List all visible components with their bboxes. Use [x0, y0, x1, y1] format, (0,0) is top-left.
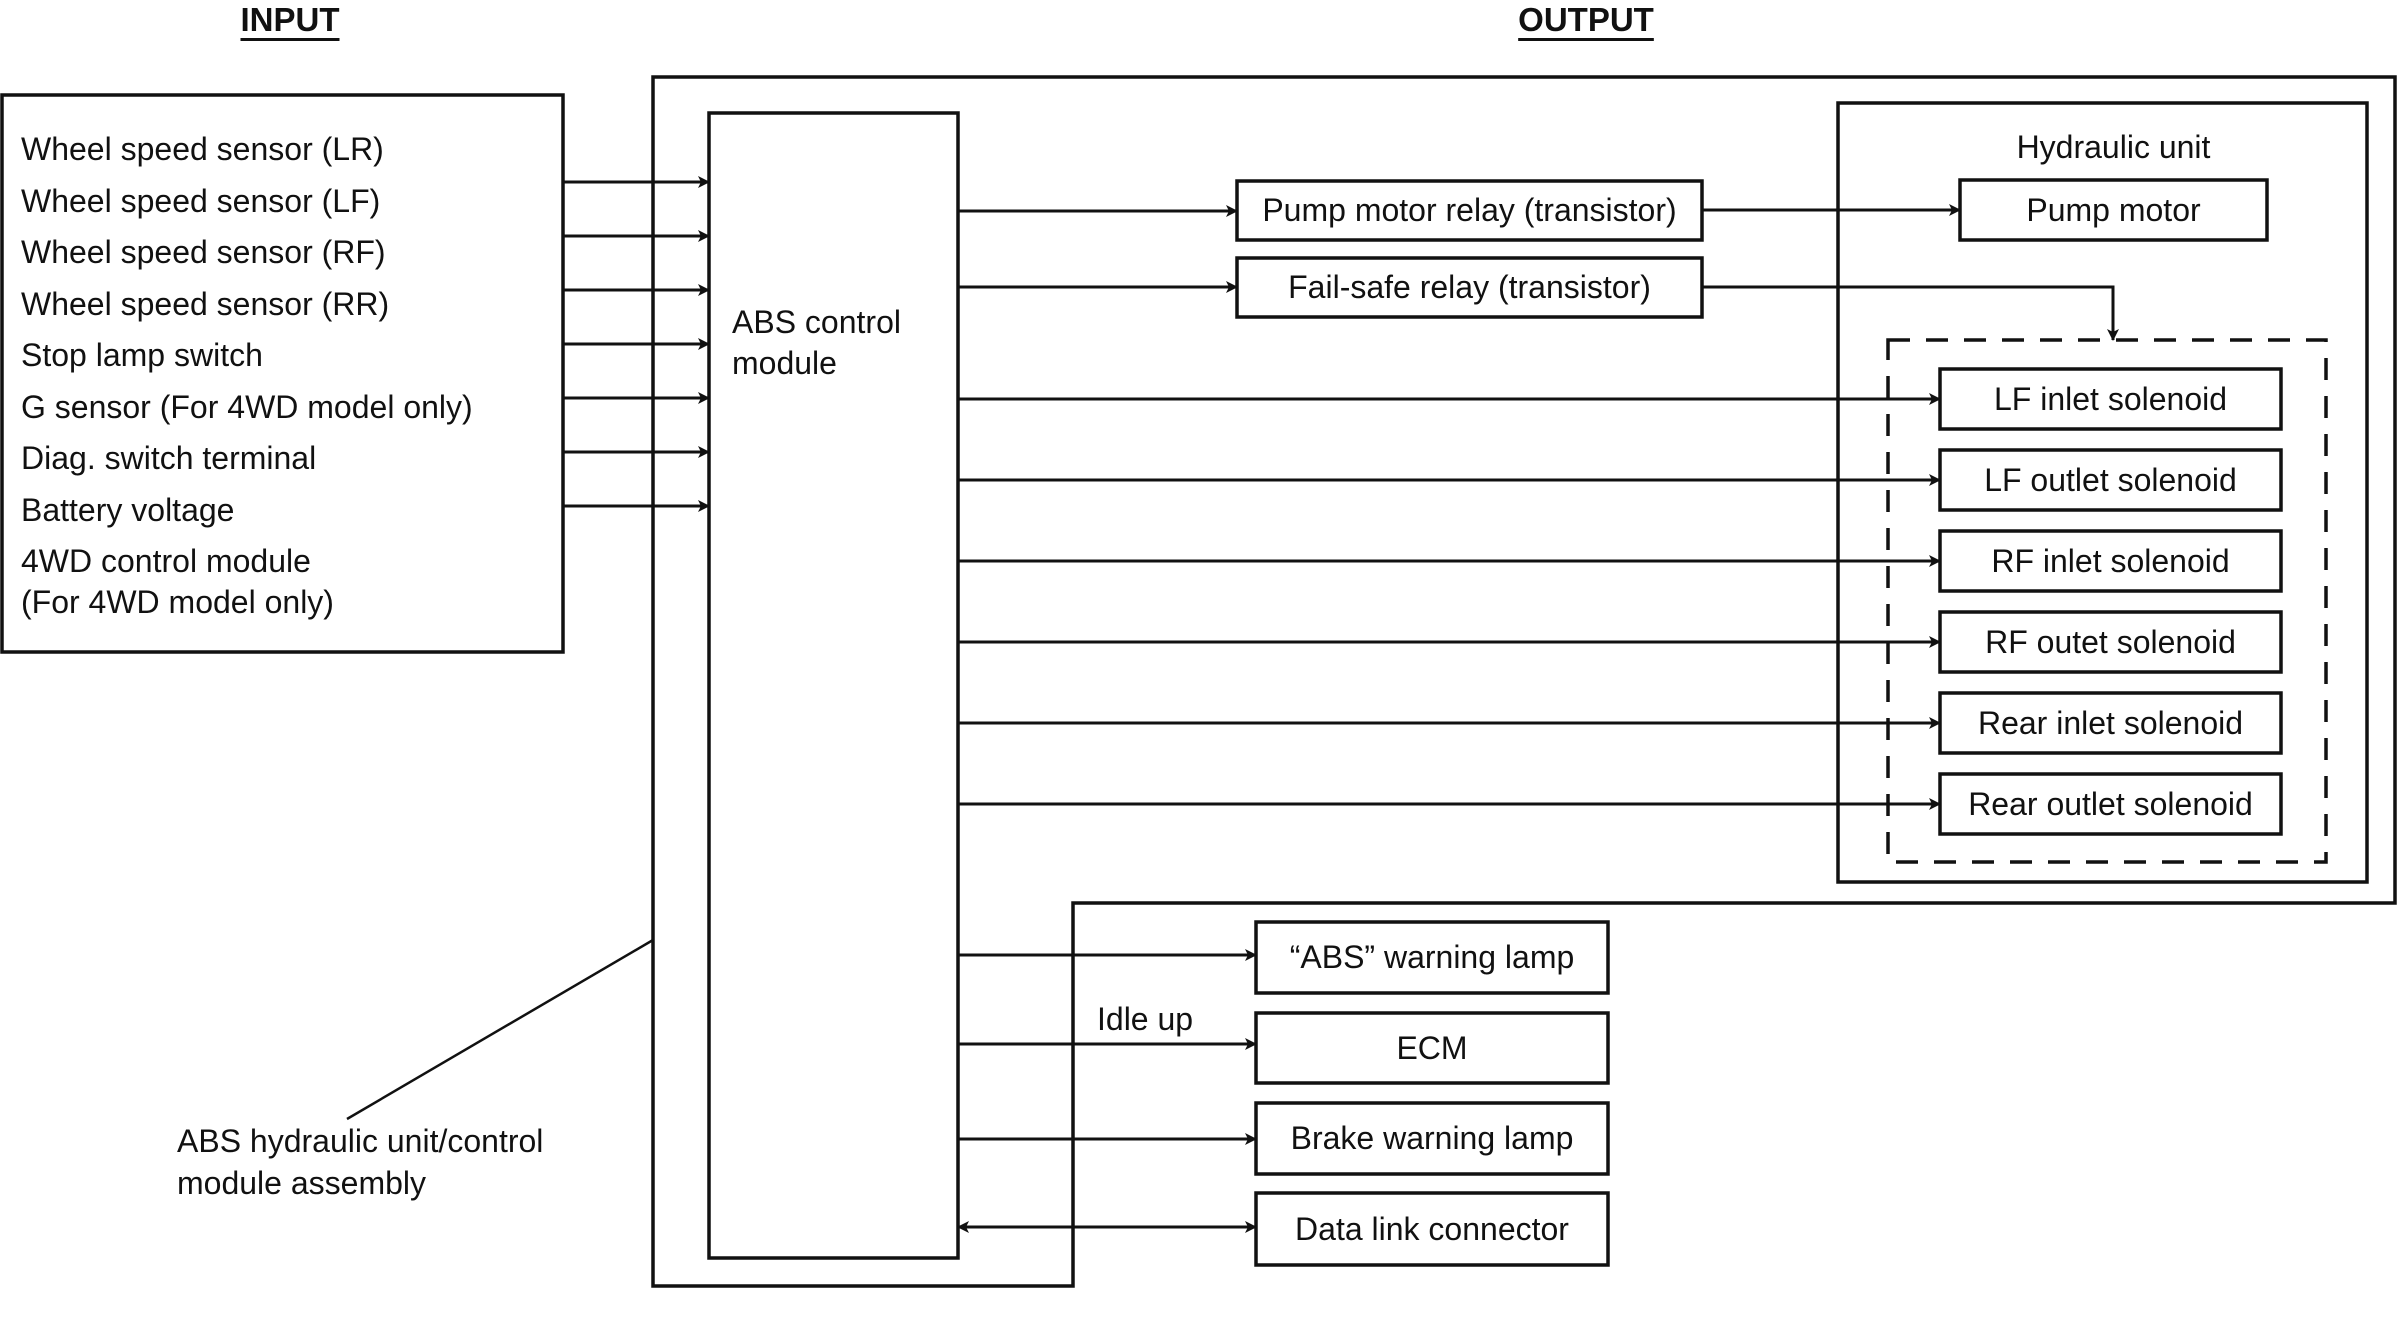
- solenoid-label: RF inlet solenoid: [1991, 542, 2230, 579]
- fail-safe-relay-label: Fail-safe relay (transistor): [1288, 269, 1651, 305]
- input-item: Wheel speed sensor (LF): [21, 182, 381, 219]
- assembly-label-line2: module assembly: [177, 1165, 426, 1201]
- solenoid-label: LF outlet solenoid: [1984, 461, 2237, 498]
- input-item-note: (For 4WD model only): [21, 583, 334, 620]
- assembly-label: ABS hydraulic unit/control module assemb…: [177, 1120, 543, 1204]
- output-header: OUTPUT: [1518, 1, 1654, 38]
- pump-motor-relay-label: Pump motor relay (transistor): [1262, 192, 1677, 228]
- input-box: [0, 93, 565, 654]
- input-item: G sensor (For 4WD model only): [21, 388, 473, 425]
- assembly-boundary: [651, 75, 2397, 1288]
- solenoid-label: LF inlet solenoid: [1993, 380, 2228, 417]
- input-item: Wheel speed sensor (RF): [21, 234, 386, 270]
- input-item: Diag. switch terminal: [21, 440, 317, 476]
- abs-control-module-line2: module: [732, 345, 837, 381]
- input-item: Battery voltage: [21, 491, 235, 528]
- solenoid-label: Rear outlet solenoid: [1968, 785, 2253, 822]
- abs-control-module-line1: ABS control: [732, 304, 901, 340]
- input-item: Stop lamp switch: [21, 337, 263, 373]
- ecm-label: ECM: [1396, 1029, 1468, 1066]
- solenoid-label: Rear inlet solenoid: [1977, 704, 2244, 741]
- input-item: 4WD control module: [21, 543, 311, 579]
- brake-warning-lamp-label: Brake warning lamp: [1290, 1120, 1574, 1156]
- failsafe-to-solenoids-arrow: [1702, 285, 2119, 341]
- abs-warning-lamp-label: “ABS” warning lamp: [1289, 939, 1575, 975]
- input-item: Wheel speed sensor (LR): [21, 131, 384, 167]
- assembly-leader-line: [346, 938, 654, 1121]
- input-list: Wheel speed sensor (LR) Wheel speed sens…: [21, 124, 473, 622]
- assembly-label-line1: ABS hydraulic unit/control: [177, 1123, 544, 1159]
- idle-up-label: Idle up: [1097, 1001, 1194, 1037]
- abs-control-module-box: [707, 111, 960, 1260]
- data-link-connector-label: Data link connector: [1295, 1210, 1569, 1247]
- hydraulic-unit-box: [1836, 101, 2369, 884]
- input-item: Wheel speed sensor (RR): [21, 285, 390, 322]
- solenoid-group-dashed: [1886, 338, 2328, 864]
- abs-control-module-label: ABS control module: [732, 302, 901, 384]
- pump-motor-label: Pump motor: [2026, 191, 2201, 228]
- input-header: INPUT: [240, 1, 340, 38]
- hydraulic-unit-title: Hydraulic unit: [2016, 128, 2211, 165]
- solenoid-label: RF outet solenoid: [1985, 623, 2236, 660]
